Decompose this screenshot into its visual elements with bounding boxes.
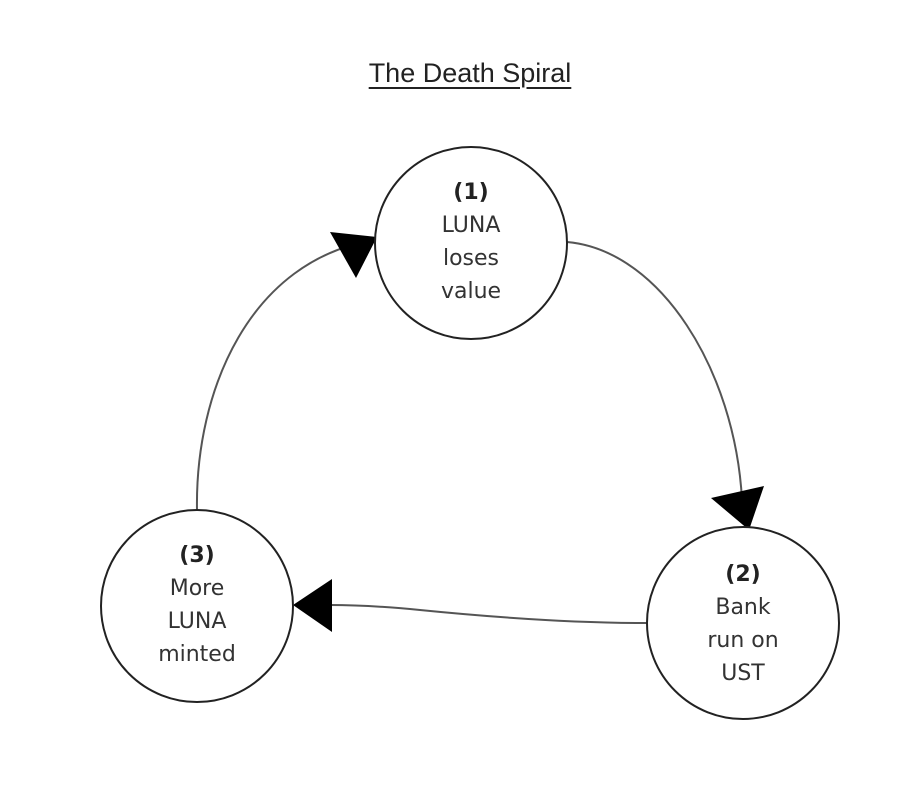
node-3-circle — [100, 509, 294, 703]
node-2-circle — [646, 526, 840, 720]
edge-2-to-3 — [329, 604, 648, 624]
arrowhead-into-node-1 — [330, 232, 377, 278]
node-1-label: (1) LUNA loses value — [391, 176, 551, 308]
node-3-number: (3) — [179, 543, 215, 568]
node-2-label: (2) Bank run on UST — [663, 558, 823, 690]
node-3-line: LUNA — [167, 609, 227, 634]
diagram-title: The Death Spiral — [368, 58, 572, 88]
arrowhead-into-node-3 — [293, 579, 332, 632]
node-1-line: loses — [442, 246, 500, 271]
node-2-line: run on — [707, 628, 779, 653]
node-3-line: minted — [158, 642, 236, 667]
node-2-line: Bank — [715, 595, 771, 620]
node-1-line: LUNA — [441, 213, 501, 238]
node-1-number: (1) — [453, 180, 489, 205]
arrowhead-into-node-2 — [711, 486, 764, 530]
node-2-number: (2) — [725, 562, 761, 587]
node-1-line: value — [440, 279, 502, 304]
node-3-label: (3) More LUNA minted — [117, 539, 277, 671]
edge-3-to-1 — [195, 239, 376, 511]
edge-1-to-2 — [566, 241, 743, 501]
node-1-circle — [374, 146, 568, 340]
node-2-line: UST — [721, 661, 765, 686]
node-3-line: More — [169, 576, 225, 601]
